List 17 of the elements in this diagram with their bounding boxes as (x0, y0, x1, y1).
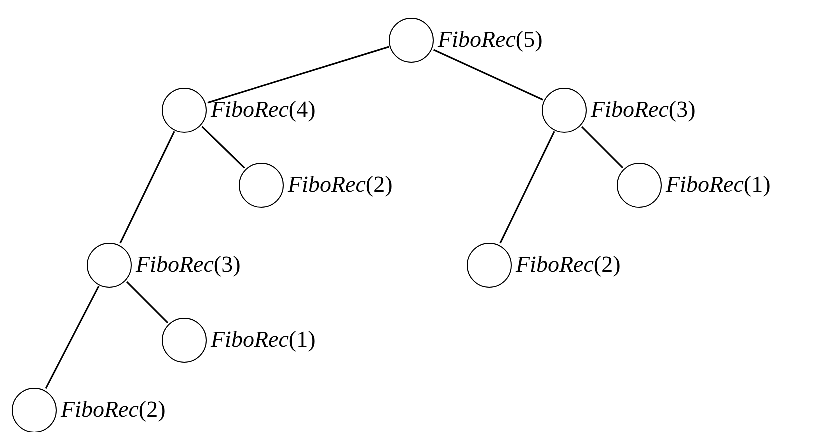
tree-edge (126, 281, 169, 324)
tree-edge (202, 126, 246, 169)
tree-edge (581, 126, 624, 169)
node-label: FiboRec(3) (591, 97, 696, 123)
tree-edge (434, 49, 544, 101)
tree-edge (500, 131, 556, 244)
tree-edge (208, 46, 390, 104)
node-label: FiboRec(4) (211, 97, 316, 123)
tree-edge (45, 286, 100, 390)
node-label: FiboRec(2) (516, 252, 621, 278)
tree-edge (120, 131, 176, 244)
node-label: FiboRec(2) (61, 397, 166, 423)
node-label: FiboRec(3) (136, 252, 241, 278)
node-label: FiboRec(1) (211, 327, 316, 353)
node-label: FiboRec(2) (288, 172, 393, 198)
node-label: FiboRec(5) (438, 27, 543, 53)
node-label: FiboRec(1) (666, 172, 771, 198)
